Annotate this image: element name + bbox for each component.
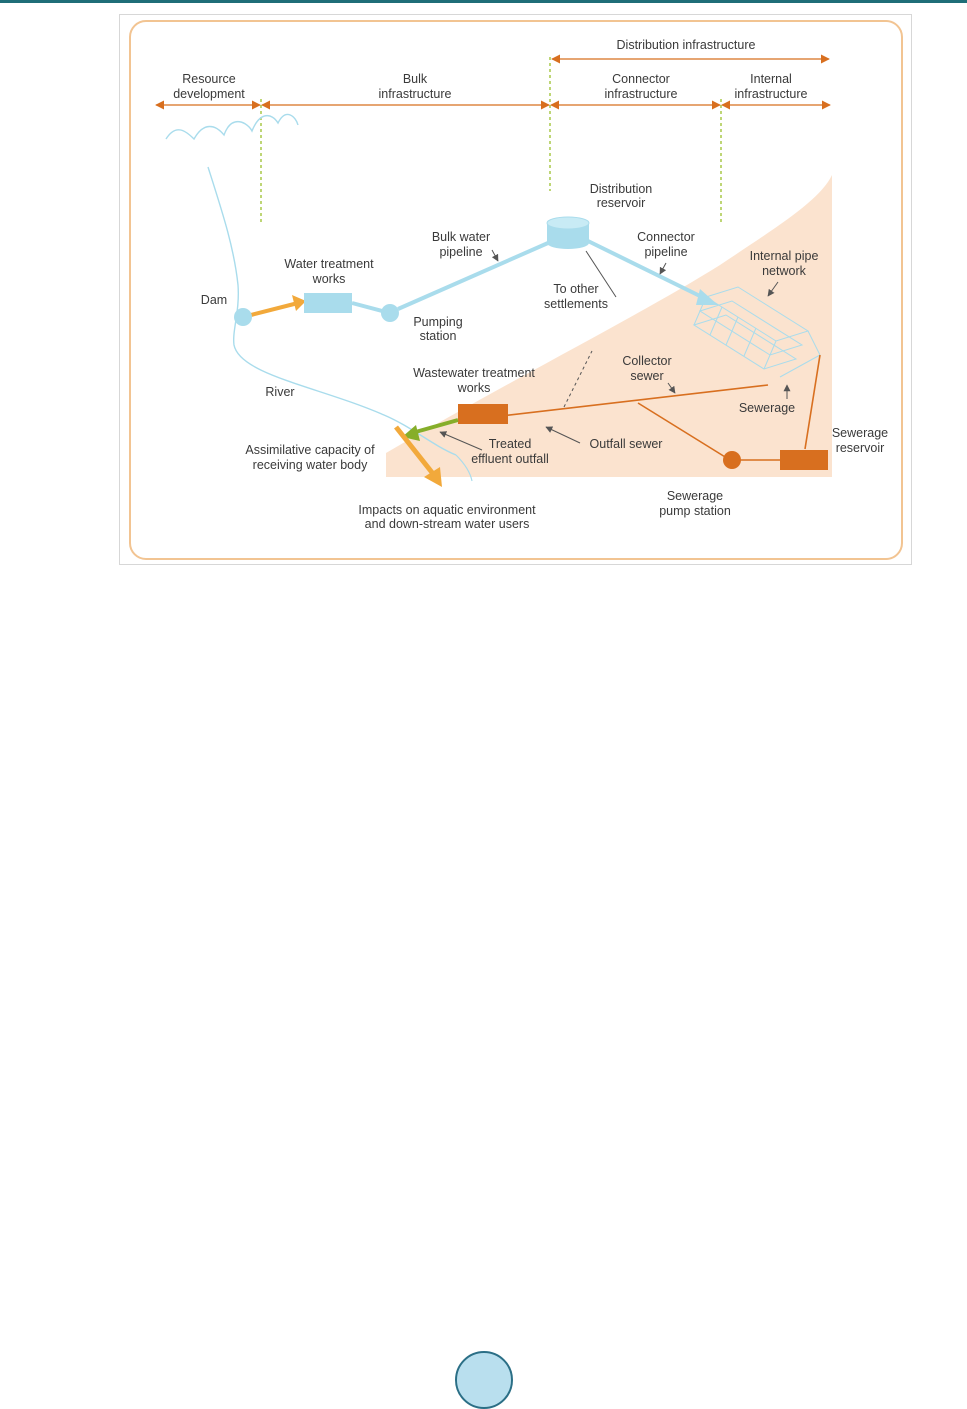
label-internal-network-line1: Internal pipe bbox=[750, 249, 819, 263]
raw-water-arrow bbox=[250, 301, 299, 317]
pointer-bulk-pipeline bbox=[491, 249, 499, 262]
bulk-water-pipeline bbox=[397, 241, 549, 311]
label-assimilative-line1: Assimilative capacity of bbox=[245, 443, 375, 457]
zone-label-internal-line1: Internal bbox=[750, 72, 792, 86]
zone-label-bulk-line1: Bulk bbox=[403, 72, 428, 86]
label-bulk-pipeline-line2: pipeline bbox=[439, 245, 482, 259]
label-sewerage-pump-line1: Sewerage bbox=[667, 489, 723, 503]
zone-label-distribution: Distribution infrastructure bbox=[617, 38, 756, 52]
pointer-collector-sewer bbox=[667, 382, 676, 394]
river bbox=[207, 166, 457, 456]
pointer-connector-pipeline bbox=[659, 262, 667, 275]
catchment-mountains bbox=[165, 113, 299, 141]
label-sewerage-reservoir-line1: Sewerage bbox=[832, 426, 888, 440]
connector-pipeline bbox=[587, 239, 705, 300]
label-sewerage-pump-line2: pump station bbox=[659, 504, 731, 518]
zone-label-internal-line2: infrastructure bbox=[735, 87, 808, 101]
label-bulk-pipeline-line1: Bulk water bbox=[432, 230, 490, 244]
impacts-arrow bbox=[394, 425, 436, 477]
label-wwtw-line1: Wastewater treatment bbox=[413, 366, 535, 380]
label-pumping-line1: Pumping bbox=[413, 315, 462, 329]
pointer-treated-effluent bbox=[439, 431, 483, 451]
figure-frame: Distribution infrastructure Resource dev… bbox=[119, 14, 912, 565]
page-number-badge bbox=[455, 1351, 513, 1409]
label-outfall-sewer: Outfall sewer bbox=[590, 437, 663, 451]
label-wtw-line1: Water treatment bbox=[284, 257, 374, 271]
zone-label-connector-line1: Connector bbox=[612, 72, 670, 86]
label-other-settlements-line1: To other bbox=[553, 282, 598, 296]
label-treated-line2: effluent outfall bbox=[471, 452, 549, 466]
pointer-outfall-sewer bbox=[545, 426, 581, 444]
collector-sewer bbox=[457, 384, 769, 422]
dam-icon bbox=[234, 308, 252, 326]
sewer-to-pump-line bbox=[637, 402, 731, 461]
label-impacts-line2: and down-stream water users bbox=[365, 517, 530, 531]
zone-label-resource-line1: Resource bbox=[182, 72, 236, 86]
label-wtw-line2: works bbox=[312, 272, 346, 286]
label-pumping-line2: station bbox=[420, 329, 457, 343]
label-sewerage-reservoir-line2: reservoir bbox=[836, 441, 885, 455]
label-collector-line2: sewer bbox=[630, 369, 663, 383]
label-collector-line1: Collector bbox=[622, 354, 671, 368]
rounded-border bbox=[129, 20, 903, 560]
distribution-reservoir-icon bbox=[546, 216, 590, 230]
sewerage-pump-station-icon bbox=[723, 451, 741, 469]
internal-pipe-network bbox=[692, 286, 821, 378]
header-rule bbox=[0, 0, 967, 3]
water-treatment-works-icon bbox=[304, 293, 352, 313]
zone-label-resource-line2: development bbox=[173, 87, 245, 101]
treated-effluent-arrow bbox=[411, 418, 459, 435]
outfall-dashed-line bbox=[563, 350, 593, 408]
water-infrastructure-diagram: Distribution infrastructure Resource dev… bbox=[129, 20, 903, 560]
reservoir-to-network-line bbox=[804, 354, 821, 450]
pointer-other-settlements bbox=[585, 250, 617, 298]
raw-water-arrowhead bbox=[292, 295, 306, 311]
label-dam: Dam bbox=[201, 293, 227, 307]
label-dist-reservoir-line1: Distribution bbox=[590, 182, 653, 196]
label-river: River bbox=[265, 385, 294, 399]
settlement-area bbox=[386, 175, 832, 477]
pumping-station-icon bbox=[381, 304, 399, 322]
label-treated-line1: Treated bbox=[489, 437, 532, 451]
label-connector-pipeline-line1: Connector bbox=[637, 230, 695, 244]
wtw-to-pump-pipe bbox=[351, 301, 383, 313]
label-wwtw-line2: works bbox=[457, 381, 491, 395]
wastewater-treatment-works-icon bbox=[458, 404, 508, 424]
label-other-settlements-line2: settlements bbox=[544, 297, 608, 311]
river-lower bbox=[455, 454, 473, 482]
label-sewerage: Sewerage bbox=[739, 401, 795, 415]
label-dist-reservoir-line2: reservoir bbox=[597, 196, 646, 210]
label-assimilative-line2: receiving water body bbox=[253, 458, 368, 472]
sewerage-reservoir-icon bbox=[780, 450, 828, 470]
impacts-arrowhead bbox=[424, 467, 442, 487]
label-internal-network-line2: network bbox=[762, 264, 807, 278]
label-impacts-line1: Impacts on aquatic environment bbox=[358, 503, 536, 517]
label-connector-pipeline-line2: pipeline bbox=[644, 245, 687, 259]
zone-label-bulk-line2: infrastructure bbox=[379, 87, 452, 101]
pointer-internal-network bbox=[767, 281, 779, 297]
zone-label-connector-line2: infrastructure bbox=[605, 87, 678, 101]
